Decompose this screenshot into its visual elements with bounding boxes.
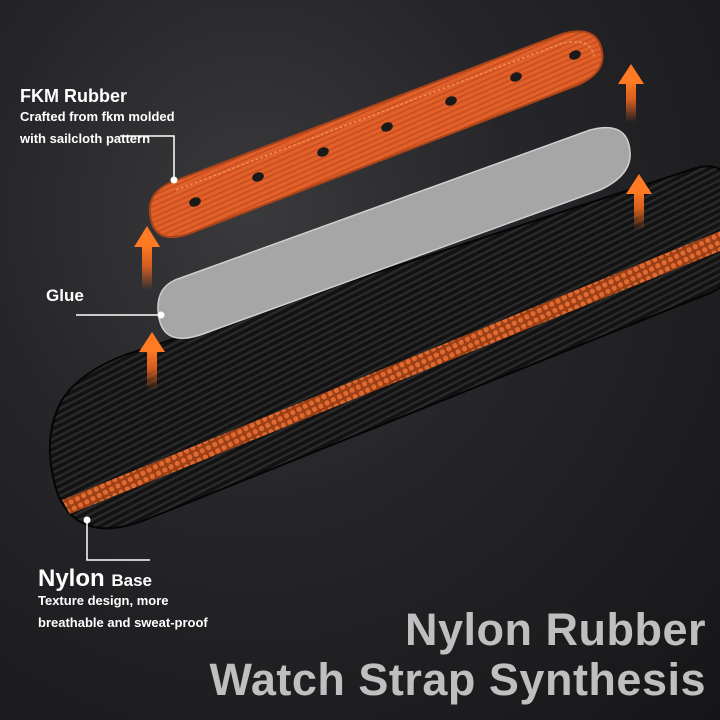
fkm-rubber-title: FKM Rubber (20, 86, 127, 106)
fkm-description-line: with sailcloth pattern (20, 131, 151, 146)
nylon-base-title: Nylon Base (38, 565, 152, 593)
nylon-base-strap (48, 165, 720, 530)
glue-callout-line (76, 311, 165, 319)
strap-hole (252, 172, 264, 182)
fkm-rubber-description: Crafted from fkm molded with sailcloth p… (20, 106, 175, 150)
nylon-description-line: Texture design, more (38, 593, 169, 608)
arrow-up-icon (139, 332, 165, 390)
nylon-description-line: breathable and sweat-proof (38, 615, 208, 630)
strap-hole (510, 72, 522, 82)
glue-layer (157, 126, 631, 340)
strap-hole (381, 122, 393, 132)
arrow-up-icon (134, 226, 160, 290)
headline-line-1: Nylon Rubber (404, 604, 706, 655)
nylon-title-suffix: Base (111, 571, 152, 590)
glue-title: Glue (46, 286, 84, 305)
fkm-description-line: Crafted from fkm molded (20, 109, 175, 124)
arrow-up-icon (626, 174, 652, 230)
strap-hole (569, 50, 581, 60)
nylon-base-description: Texture design, more breathable and swea… (38, 590, 208, 634)
strap-hole (189, 197, 201, 207)
nylon-callout-line (83, 516, 150, 561)
fkm-rubber-piece (148, 30, 604, 239)
arrow-up-icon (618, 64, 644, 122)
strap-hole (445, 96, 457, 106)
nylon-title-main: Nylon (38, 565, 105, 592)
nylon-orange-stripe (62, 231, 720, 514)
headline-line-2: Watch Strap Synthesis (209, 654, 706, 705)
fkm-callout-line (120, 135, 178, 184)
strap-hole (317, 147, 329, 157)
